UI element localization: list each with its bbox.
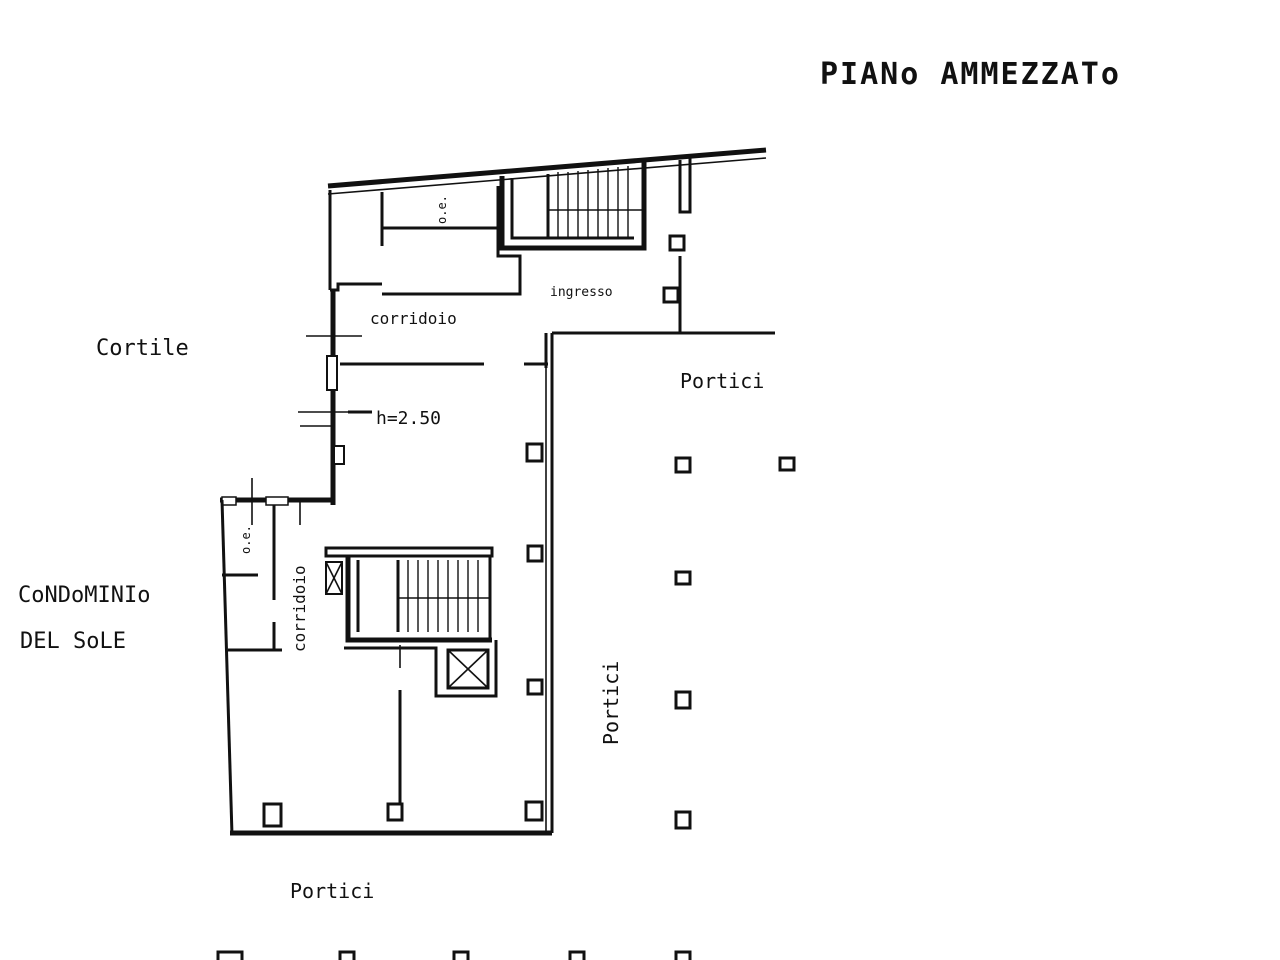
pillars [216,234,796,960]
label-corridoio-top: corridoio [370,309,457,328]
label-portici-right: Portici [599,661,623,745]
plan-title: PIANo AMMEZZATo [820,57,1121,92]
label-height: h=2.50 [376,408,441,429]
upper-staircase [380,158,692,333]
label-condominio: CoNDoMINIo [18,583,150,608]
outer-walls [220,147,775,836]
label-oe-top: o.e. [435,195,449,224]
interior-partitions [222,324,548,820]
lower-staircase [324,546,498,698]
label-oe-left: o.e. [239,525,253,554]
label-portici-top: Portici [680,369,764,393]
label-portici-bottom: Portici [290,879,374,903]
label-del-sole: DEL SoLE [20,629,126,654]
label-cortile: Cortile [96,336,189,361]
label-corridoio-side: corridoio [290,565,309,652]
label-ingresso: ingresso [550,285,613,300]
